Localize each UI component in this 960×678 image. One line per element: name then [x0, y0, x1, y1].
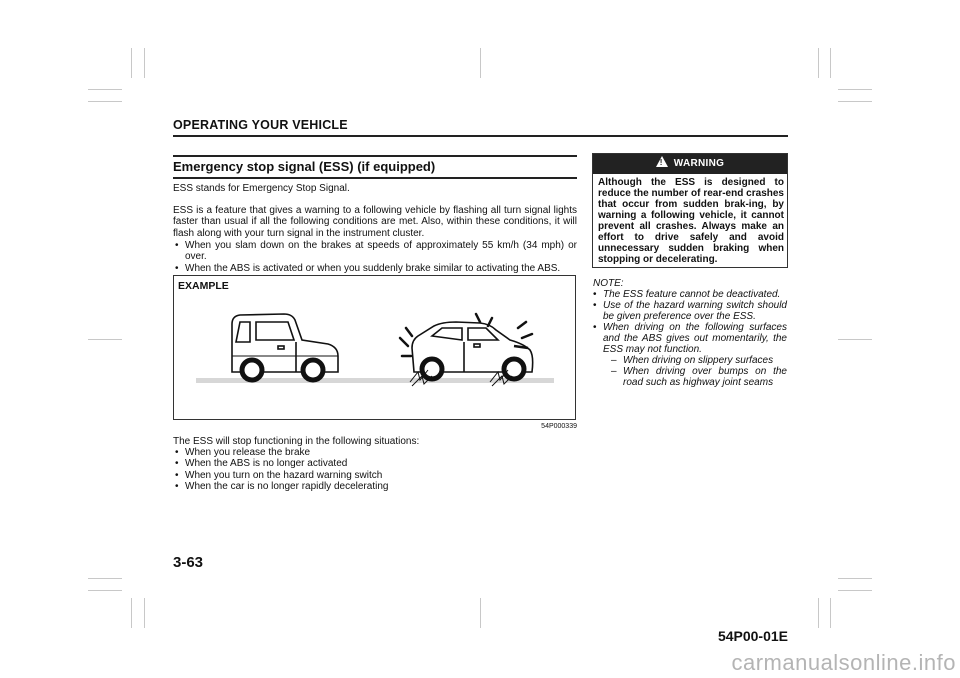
note-list: The ESS feature cannot be deactivated. U… [593, 289, 787, 388]
following-vehicle [231, 313, 339, 373]
note-item: When driving on the following surfaces a… [593, 322, 787, 388]
crop-mark [144, 48, 145, 78]
note-sub-list: When driving on slippery surfaces When d… [603, 355, 787, 388]
figure-code: 54P000339 [541, 423, 577, 430]
crop-mark [131, 48, 132, 78]
warning-text: Although the ESS is designed to reduce t… [598, 177, 784, 265]
list-item: When you turn on the hazard warning swit… [173, 470, 577, 482]
crop-mark [818, 48, 819, 78]
document-code: 54P00-01E [717, 628, 788, 644]
crop-mark [838, 578, 872, 579]
crop-mark [830, 48, 831, 78]
header-rule [173, 135, 788, 137]
note-sub-item: When driving over bumps on the road such… [603, 366, 787, 388]
crop-mark [88, 339, 122, 340]
intro-paragraph: ESS stands for Emergency Stop Signal. [173, 183, 350, 194]
note-item: Use of the hazard warning switch should … [593, 300, 787, 322]
crop-mark [480, 598, 481, 628]
crop-mark [838, 101, 872, 102]
note-label: NOTE: [593, 278, 624, 289]
page-number: 3-63 [173, 554, 204, 571]
note-item: The ESS feature cannot be deactivated. [593, 289, 787, 300]
list-item: When you slam down on the brakes at spee… [173, 240, 577, 263]
list-item: When you release the brake [173, 447, 577, 459]
list-item: When the ABS is activated or when you su… [173, 263, 577, 275]
crop-mark [88, 101, 122, 102]
note-block: NOTE: The ESS feature cannot be deactiva… [593, 278, 787, 388]
crop-mark [131, 598, 132, 628]
crop-mark [144, 598, 145, 628]
crop-mark [838, 590, 872, 591]
warning-heading: ! WARNING [593, 154, 787, 174]
crop-mark [838, 339, 872, 340]
list-item: When the ABS is no longer activated [173, 458, 577, 470]
note-item-text: When driving on the following surfaces a… [603, 322, 787, 355]
crop-mark [88, 590, 122, 591]
stop-conditions-intro: The ESS will stop functioning in the fol… [173, 436, 420, 447]
description-paragraph: ESS is a feature that gives a warning to… [173, 205, 577, 239]
warning-box [592, 153, 788, 268]
following-vehicle-wheels [239, 357, 326, 383]
crop-mark [88, 578, 122, 579]
crop-mark [480, 48, 481, 78]
crop-mark [818, 598, 819, 628]
running-header: OPERATING YOUR VEHICLE [173, 118, 348, 132]
activation-conditions-list: When you slam down on the brakes at spee… [173, 240, 577, 274]
figure-label: EXAMPLE [178, 280, 229, 292]
crop-mark [88, 89, 122, 90]
section-title: Emergency stop signal (ESS) (if equipped… [173, 155, 577, 179]
list-item: When the car is no longer rapidly decele… [173, 481, 577, 493]
figure-frame [173, 275, 576, 420]
crop-mark [830, 598, 831, 628]
skid-marks [409, 369, 513, 387]
road [196, 378, 554, 383]
ess-illustration [196, 312, 554, 387]
crop-mark [838, 89, 872, 90]
warning-heading-label: WARNING [673, 158, 725, 169]
stop-conditions-list: When you release the brake When the ABS … [173, 447, 577, 492]
flash-lines [398, 312, 534, 358]
note-sub-item: When driving on slippery surfaces [603, 355, 787, 366]
watermark: carmanualsonline.info [731, 650, 956, 675]
warning-triangle-icon: ! [655, 156, 668, 167]
braking-car-wheels [419, 356, 527, 382]
